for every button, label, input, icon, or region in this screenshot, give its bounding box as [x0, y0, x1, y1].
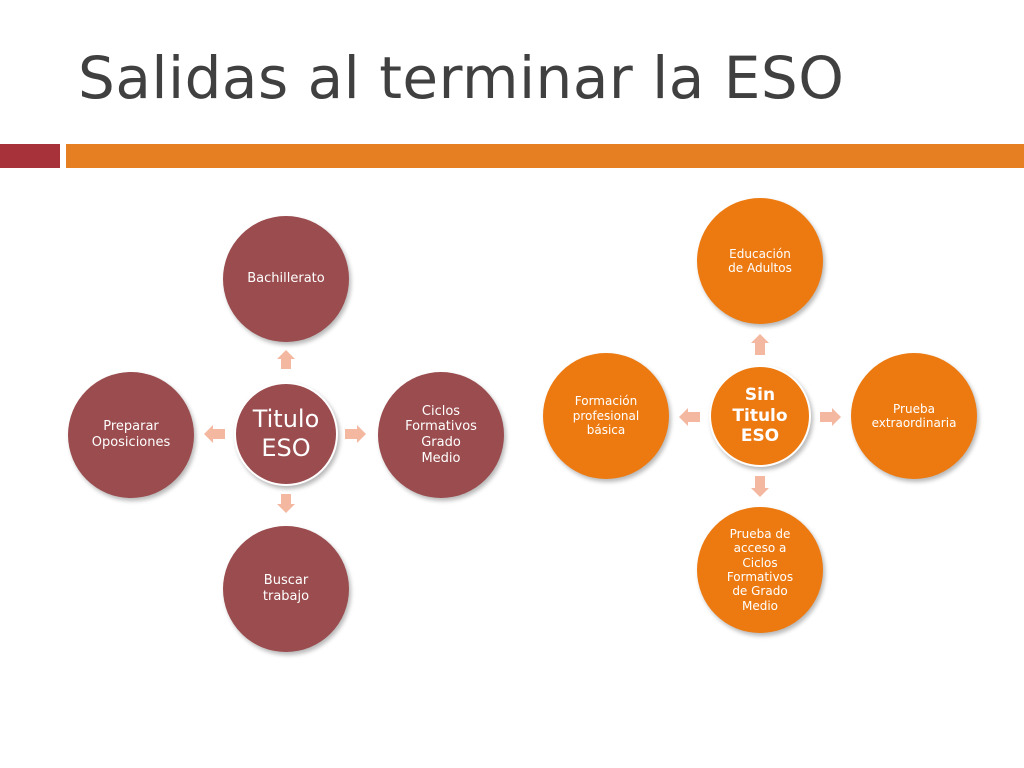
- node-label: Educación de Adultos: [728, 246, 792, 275]
- node-label: Prueba extraordinaria: [871, 401, 957, 430]
- slide-title: Salidas al terminar la ESO: [78, 44, 845, 112]
- node-educacion-adultos: Educación de Adultos: [697, 198, 823, 324]
- node-label: Ciclos Formativos Grado Medio: [405, 403, 477, 466]
- node-label: Bachillerato: [247, 271, 325, 287]
- node-label: Preparar Oposiciones: [91, 419, 171, 450]
- center-label: Sin Titulo ESO: [732, 385, 788, 447]
- node-label: Formación profesional básica: [572, 394, 640, 438]
- node-prueba-acceso-ciclos: Prueba de acceso a Ciclos Formativos de …: [697, 507, 823, 633]
- node-bachillerato: Bachillerato: [223, 216, 349, 342]
- node-formacion-profesional-basica: Formación profesional básica: [543, 353, 669, 479]
- node-titulo-eso: Titulo ESO: [234, 382, 338, 486]
- node-label: Buscar trabajo: [262, 573, 310, 604]
- title-accent-bar-orange: [66, 144, 1024, 168]
- node-preparar-oposiciones: Preparar Oposiciones: [68, 372, 194, 498]
- node-buscar-trabajo: Buscar trabajo: [223, 526, 349, 652]
- node-prueba-extraordinaria: Prueba extraordinaria: [851, 353, 977, 479]
- title-accent-bar-red: [0, 144, 60, 168]
- center-label: Titulo ESO: [252, 405, 320, 462]
- node-ciclos-formativos: Ciclos Formativos Grado Medio: [378, 372, 504, 498]
- node-label: Prueba de acceso a Ciclos Formativos de …: [726, 526, 794, 613]
- node-sin-titulo-eso: Sin Titulo ESO: [709, 365, 811, 467]
